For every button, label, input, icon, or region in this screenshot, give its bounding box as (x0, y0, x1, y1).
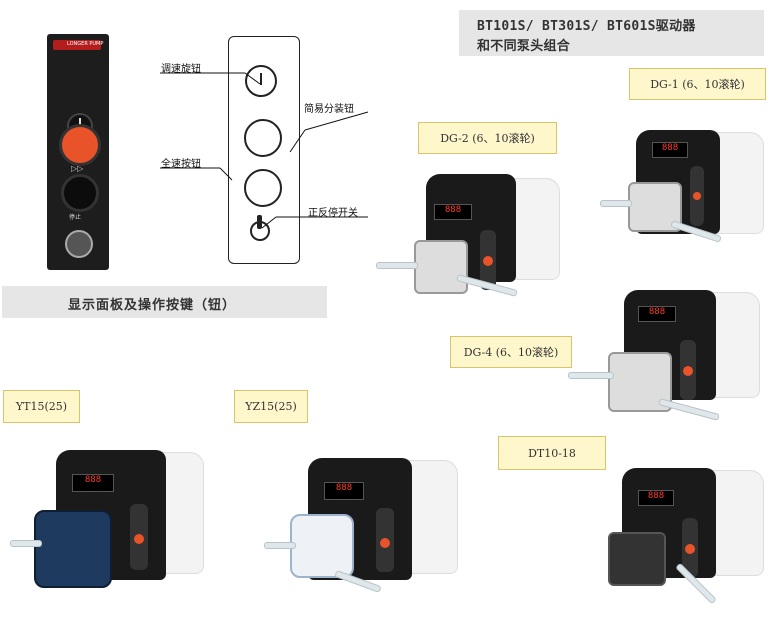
panel-line-diagram (228, 36, 300, 264)
pump-yz15: 888 (264, 450, 464, 600)
label-yt15: YT15(25) (3, 390, 80, 423)
title-box: BT101S/ BT301S/ BT601S驱动器 和不同泵头组合 (459, 10, 764, 56)
label-speed-knob: 调速旋钮 (161, 64, 201, 75)
stop-label: 停止 (69, 214, 82, 221)
pump-dg2-display: 888 (434, 204, 472, 220)
pump-dg2: 888 (376, 170, 566, 300)
label-dg4: DG-4 (6、10滚轮) (450, 336, 572, 368)
pump-dg1-display: 888 (652, 142, 688, 158)
speed-knob-drawing (245, 65, 277, 97)
label-dg1: DG-1 (6、10滚轮) (629, 68, 766, 100)
panel-section-heading: 显示面板及操作按键（钮） (2, 286, 327, 318)
orange-button-photo (59, 124, 101, 166)
label-yz15: YZ15(25) (234, 390, 308, 423)
panel-section-heading-text: 显示面板及操作按键（钮） (68, 298, 237, 313)
direction-switch-drawing (250, 215, 270, 241)
label-dg2: DG-2 (6、10滚轮) (418, 122, 557, 154)
title-line-1: BT101S/ BT301S/ BT601S驱动器 (477, 19, 696, 34)
brand-logo-text: LONGER PUMP (67, 41, 104, 47)
pump-dt10-display: 888 (638, 490, 674, 506)
pump-dt10: 888 (590, 462, 770, 612)
pump-dg1: 888 (600, 128, 770, 248)
pump-yt15: 888 (10, 440, 210, 600)
fast-forward-icon: ▷▷ (71, 164, 84, 173)
label-easy-dispense: 简易分装钮 (304, 104, 354, 115)
pump-yt15-display: 888 (72, 474, 114, 492)
leader-lines (160, 72, 369, 229)
label-full-speed: 全速按钮 (161, 159, 201, 170)
connector-jack-photo (65, 230, 93, 258)
pump-dg4: 888 (568, 288, 768, 428)
easy-dispense-button-drawing (244, 119, 282, 157)
pump-dg4-display: 888 (638, 306, 676, 322)
black-button-photo (61, 174, 99, 212)
pump-yz15-display: 888 (324, 482, 364, 500)
brand-logo (53, 40, 101, 50)
label-dt10: DT10-18 (498, 436, 606, 470)
title-line-2: 和不同泵头组合 (477, 39, 571, 54)
label-direction-switch: 正反停开关 (308, 208, 358, 219)
control-panel-photo: LONGER PUMP ▷▷ 停止 (47, 34, 109, 270)
full-speed-button-drawing (244, 169, 282, 207)
